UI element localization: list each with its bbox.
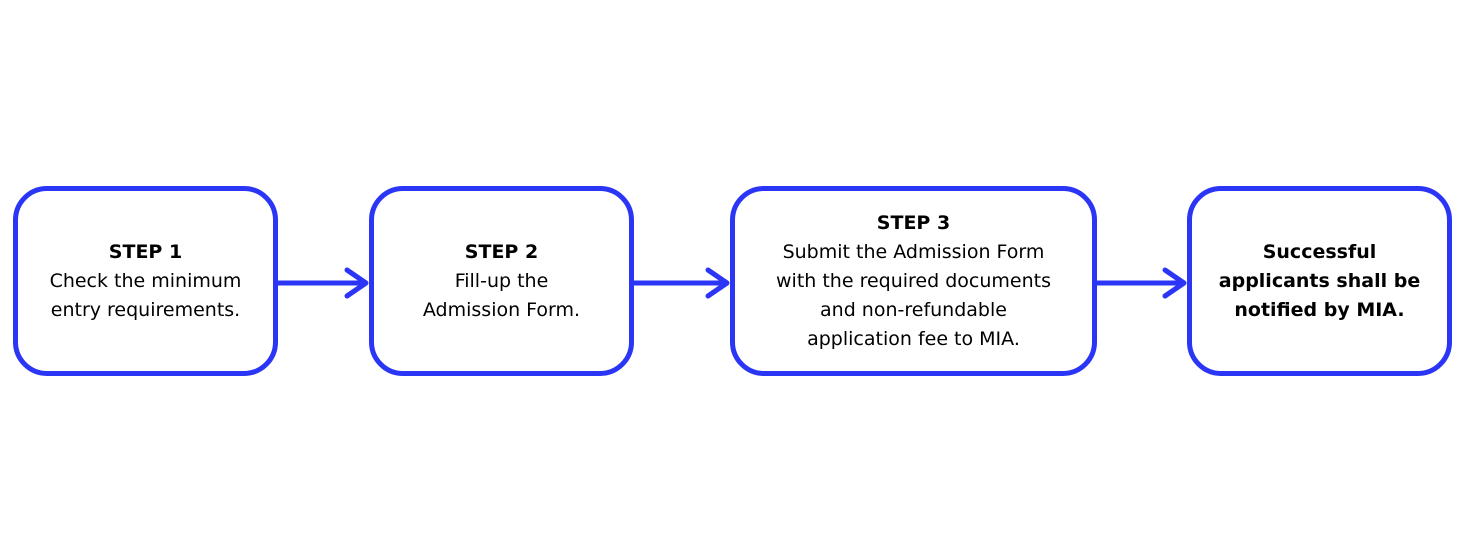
step-2-text: Fill-up the Admission Form. <box>422 269 581 321</box>
arrow-step3-to-result <box>1094 267 1187 299</box>
step-1-text: Check the minimum entry requirements. <box>49 269 242 321</box>
step-3-box: STEP 3 Submit the Admission Form with th… <box>730 186 1097 376</box>
result-box: Successful applicants shall be notified … <box>1187 186 1452 376</box>
step-3-text: Submit the Admission Form with the requi… <box>776 240 1051 350</box>
step-1-box: STEP 1 Check the minimum entry requireme… <box>13 186 278 376</box>
arrow-step1-to-step2 <box>275 267 369 299</box>
step-3-title: STEP 3 <box>876 211 951 234</box>
step-2-box: STEP 2 Fill-up the Admission Form. <box>369 186 634 376</box>
arrow-step2-to-step3 <box>631 267 730 299</box>
step-1-title: STEP 1 <box>108 240 183 263</box>
result-text: Successful applicants shall be notified … <box>1218 240 1421 321</box>
step-2-title: STEP 2 <box>464 240 539 263</box>
